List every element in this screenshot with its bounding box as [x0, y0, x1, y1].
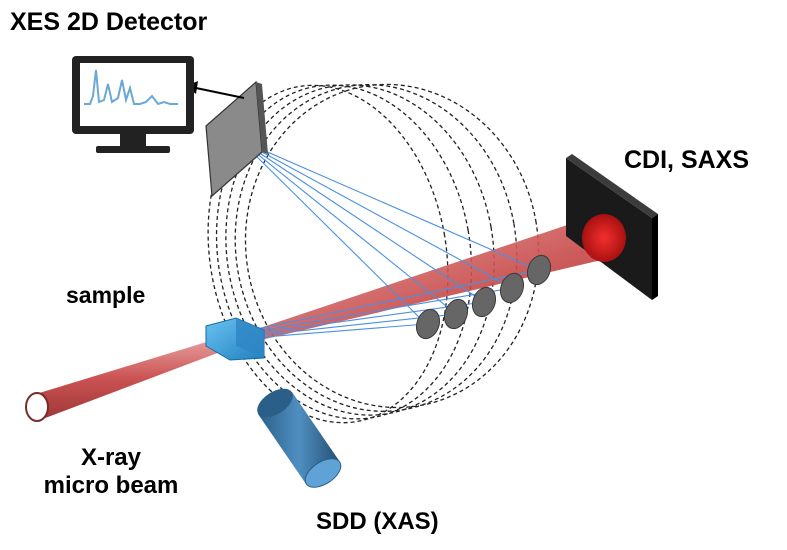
ray-to-detector [239, 139, 427, 325]
sdd-detector [257, 388, 342, 488]
xray-label-line1: X-ray [80, 444, 142, 471]
ray-to-detector [239, 139, 485, 303]
analyzer-crystal [499, 272, 525, 304]
ray-to-detector [239, 139, 457, 315]
beam-spot [582, 214, 626, 262]
xray-label-line2: micro beam [43, 471, 179, 499]
ray-to-crystal [251, 323, 427, 339]
analyzer-crystal [471, 286, 497, 318]
ray-to-crystal [251, 269, 539, 331]
incoming-xray-beam [25, 336, 236, 422]
analyzer-crystal [443, 298, 469, 330]
sdd-label: SDD (XAS) [316, 508, 439, 535]
cdi-saxs-screen [566, 154, 658, 300]
ray-to-crystal [251, 287, 513, 333]
analyzer-crystal [415, 308, 441, 340]
xes-detector-label: XES 2D Detector [10, 8, 208, 36]
sdd-window [304, 458, 342, 488]
analyzer-crystals [415, 254, 552, 340]
transmitted-beam [236, 214, 610, 344]
cdi-saxs-label: CDI, SAXS [624, 146, 750, 174]
xes-2d-detector-plate [205, 80, 268, 198]
analyzer-crystal [526, 254, 552, 286]
ray-to-detector [239, 139, 513, 289]
sample-label: sample [66, 282, 146, 308]
monitor-icon [72, 56, 194, 153]
xray-beam-label: X-ray micro beam [6, 444, 216, 499]
rowland-circle [225, 84, 495, 416]
rowland-circle [207, 84, 449, 424]
spectrum-icon [84, 69, 178, 106]
sample-block [205, 317, 265, 361]
signal-arrow [186, 81, 245, 99]
beam-aperture [25, 392, 49, 422]
rowland-circle [244, 83, 540, 409]
rowland-circles [207, 83, 540, 424]
rowland-circle [215, 84, 473, 420]
ray-to-detector [239, 139, 539, 271]
ray-to-crystal [251, 301, 485, 335]
rowland-circle [234, 84, 518, 412]
